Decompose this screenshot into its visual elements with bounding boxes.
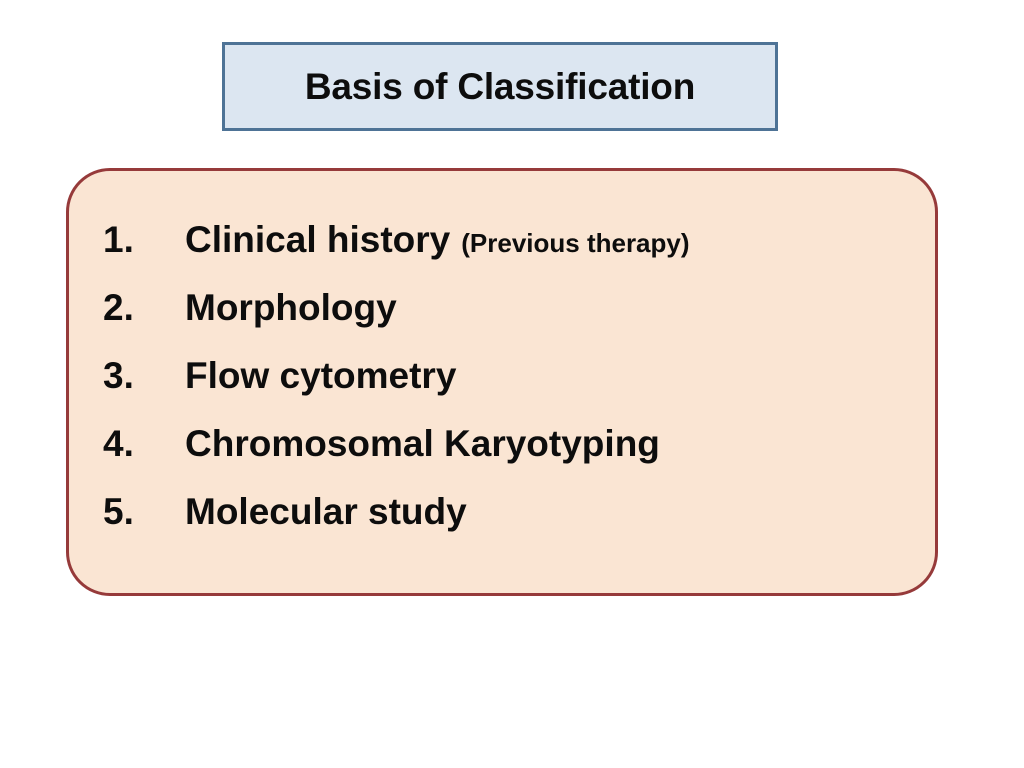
- list-item-label: Chromosomal Karyotyping: [185, 423, 660, 464]
- list-item-note: (Previous therapy): [461, 228, 690, 258]
- basis-of-classification-list: 1. Clinical history (Previous therapy) 2…: [103, 221, 915, 561]
- list-item-label: Morphology: [185, 287, 397, 328]
- list-item: 5. Molecular study: [103, 493, 915, 561]
- list-item-number: 4.: [103, 423, 134, 464]
- list-item: 4. Chromosomal Karyotyping: [103, 425, 915, 493]
- list-item-label: Molecular study: [185, 491, 467, 532]
- list-item: 1. Clinical history (Previous therapy): [103, 221, 915, 289]
- list-item-label: Flow cytometry: [185, 355, 457, 396]
- list-item: 3. Flow cytometry: [103, 357, 915, 425]
- list-item-label: Clinical history: [185, 219, 451, 260]
- list-item-number: 5.: [103, 491, 134, 532]
- list-item-number: 2.: [103, 287, 134, 328]
- list-item-number: 3.: [103, 355, 134, 396]
- page-title: Basis of Classification: [304, 66, 696, 107]
- content-box: 1. Clinical history (Previous therapy) 2…: [66, 168, 938, 596]
- list-item: 2. Morphology: [103, 289, 915, 357]
- list-item-number: 1.: [103, 219, 134, 260]
- title-box: Basis of Classification: [222, 42, 778, 131]
